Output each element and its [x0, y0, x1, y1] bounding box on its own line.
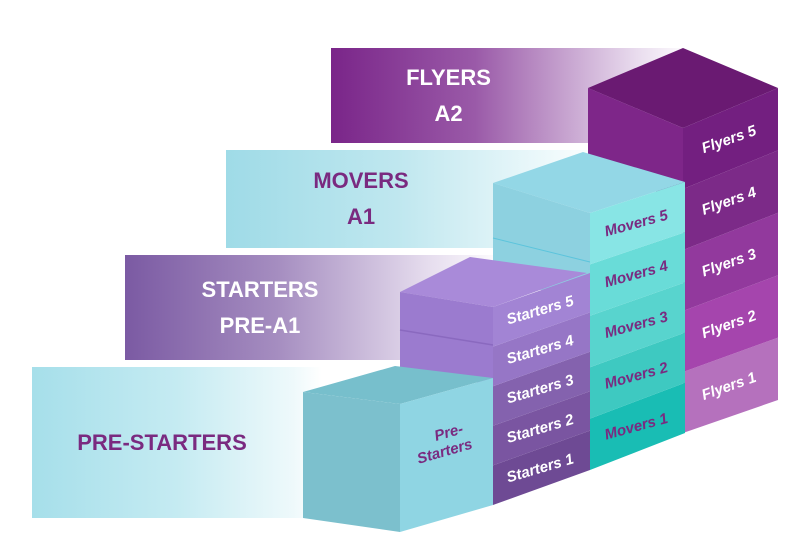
starters-4-block — [493, 312, 590, 387]
banner-title: MOVERS — [313, 168, 409, 193]
movers-2-block — [590, 332, 685, 419]
movers-5-block — [590, 182, 685, 265]
movers-1-block — [590, 382, 685, 470]
banner-title: STARTERS — [201, 276, 319, 302]
starters-left-face — [400, 292, 493, 385]
banner-level: PRE-A1 — [219, 312, 301, 338]
starters-5-block — [493, 273, 590, 347]
starters-1-block — [493, 430, 590, 505]
movers-top-face — [493, 152, 685, 213]
flyers-5-block — [683, 88, 778, 189]
banner-title: FLYERS — [406, 64, 491, 90]
pre-starters-block: Pre- Starters — [303, 366, 493, 532]
pre-starters-left-face — [303, 392, 400, 532]
flyers-2-block — [683, 275, 778, 372]
starters-3-block — [493, 351, 590, 426]
flyers-4-block — [683, 150, 778, 250]
banner-level: A1 — [346, 204, 376, 229]
flyers-3-block — [683, 212, 778, 311]
starters-2-block — [493, 391, 590, 466]
banner-level: A2 — [434, 100, 463, 126]
pre-starters-banner: PRE-STARTERS — [32, 367, 322, 518]
starters-top-face — [400, 257, 587, 307]
movers-divider — [492, 237, 591, 263]
movers-4-block — [590, 232, 685, 316]
pre-starters-top-face — [303, 366, 493, 404]
banner-title: PRE-STARTERS — [77, 429, 247, 455]
starters-divider — [399, 329, 494, 346]
movers-3-block — [590, 282, 685, 368]
flyers-1-block — [683, 337, 778, 433]
pre-starters-right-face — [400, 378, 493, 532]
